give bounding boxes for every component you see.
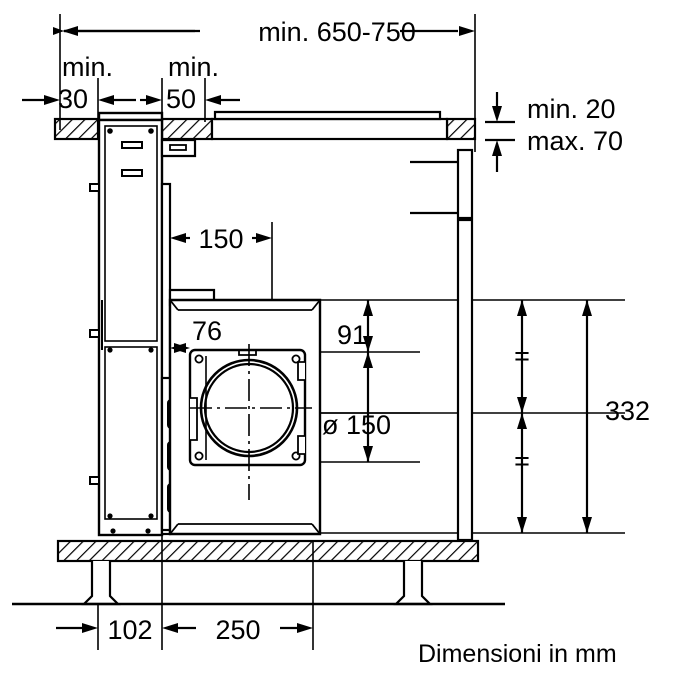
- worktop-assembly: [53, 110, 477, 141]
- right-duct-strip: [456, 218, 474, 542]
- vent-notch-right-bottom: [297, 435, 305, 455]
- dim-max70-label: max. 70: [527, 126, 623, 156]
- dimension-min-50: min. 50: [140, 52, 240, 114]
- chimney-screw-mid-right: [148, 347, 154, 353]
- dim-76-label: 76: [192, 316, 222, 346]
- vent-mounting-plate: [188, 344, 312, 500]
- dim-250-label: 250: [215, 615, 260, 645]
- vent-tab-top: [238, 350, 257, 356]
- vent-screw-top-right: [291, 354, 301, 364]
- vent-screw-top-left: [194, 354, 204, 364]
- chimney-screw-low-left: [107, 513, 113, 519]
- dimension-shelf-thickness: min. 20 max. 70: [485, 92, 623, 172]
- worktop-middle-hatched: [160, 117, 214, 141]
- dimension-91: 91: [337, 300, 373, 352]
- worktop-left-hatched: [53, 117, 100, 141]
- base-floor-hatched: [56, 539, 480, 563]
- chimney-lower-panel: [104, 346, 158, 520]
- chimney-tab-middle: [89, 329, 100, 338]
- hood-upper-lip-slot: [169, 144, 187, 151]
- chimney-upper-panel: [104, 125, 158, 342]
- units-note: Dimensioni in mm: [418, 640, 617, 668]
- dim-332-label: 332: [605, 396, 650, 426]
- chimney-screw-bottom-right: [145, 528, 151, 534]
- chimney-screw-mid-left: [107, 347, 113, 353]
- dimension-150-depth: 150: [170, 224, 272, 254]
- right-bracket-upper: [456, 148, 474, 220]
- dim-min20-label: min. 20: [527, 94, 616, 124]
- dimension-76-offset: 76: [170, 316, 222, 353]
- worktop-cap-strip: [213, 110, 442, 121]
- dim-min50-prefix: min.: [168, 52, 219, 82]
- dim-min30-prefix: min.: [62, 52, 113, 82]
- dim-diameter-150-label: ø 150: [322, 410, 391, 440]
- chimney-screw-bottom-left: [110, 528, 116, 534]
- hood-face-bevel-corners-top: [169, 299, 321, 311]
- chimney-slot-upper: [121, 141, 143, 149]
- worktop-right-hatched: [445, 117, 477, 141]
- dim-top-overall-label: min. 650-750: [258, 17, 416, 47]
- chimney-column: [89, 111, 164, 537]
- chimney-screw-top-right: [148, 128, 154, 134]
- dim-min50-value: 50: [166, 84, 196, 114]
- dimension-top-overall: min. 650-750: [53, 17, 475, 47]
- base-assembly: [12, 539, 505, 606]
- worktop-panel-span: [210, 117, 449, 141]
- dimension-bottom-group: 102 250: [56, 615, 313, 645]
- vent-notch-right-top: [297, 361, 305, 381]
- dim-91-label: 91: [337, 320, 367, 350]
- chimney-body: [97, 118, 164, 537]
- chimney-screw-top-left: [107, 128, 113, 134]
- dim-150-label: 150: [198, 224, 243, 254]
- chimney-slot-lower: [121, 169, 143, 177]
- chimney-screw-low-right: [148, 513, 154, 519]
- equal-mark-lower: =: [514, 446, 530, 476]
- chimney-tab-upper: [89, 183, 100, 192]
- equal-mark-upper: =: [514, 341, 530, 371]
- dim-102-label: 102: [107, 615, 152, 645]
- dimension-332: = = 332: [514, 300, 650, 533]
- vent-notch-left: [190, 397, 198, 441]
- chimney-tab-lower: [89, 476, 100, 485]
- dimension-min-30: min. 30: [22, 52, 136, 114]
- dimension-diameter-150: ø 150: [322, 352, 391, 462]
- hood-face-bevel-corners-bottom: [169, 523, 321, 535]
- dim-min30-value: 30: [58, 84, 88, 114]
- vent-screw-bottom-left: [194, 451, 204, 461]
